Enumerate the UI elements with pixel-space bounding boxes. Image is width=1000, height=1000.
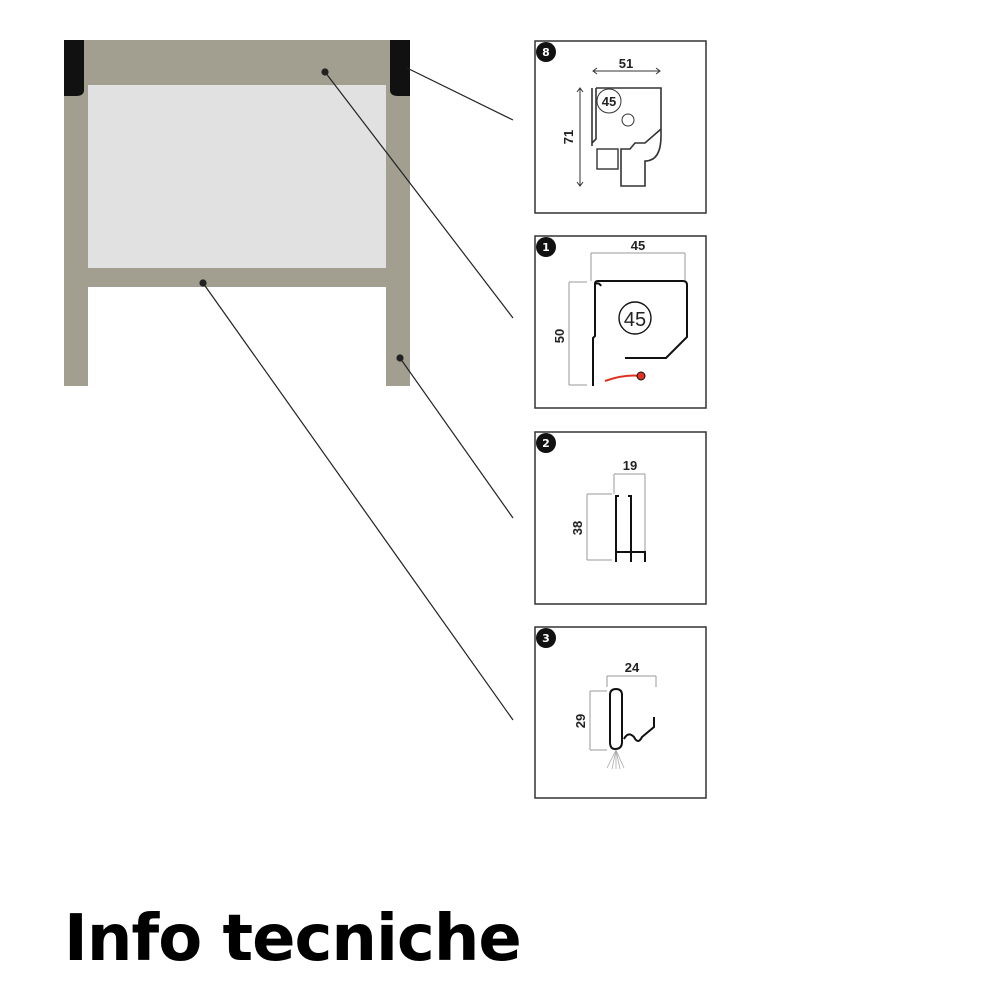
- profile-panel-bottom-bar: 3 24 29: [534, 626, 707, 799]
- badge-icon: [536, 433, 556, 453]
- width-dimension: 45: [631, 238, 645, 253]
- left-end-cap: [64, 40, 84, 96]
- profile-panel-guide-rail: 2 19 38: [534, 431, 707, 605]
- screen-frame-drawing: [64, 40, 410, 386]
- screen-mesh: [88, 85, 386, 268]
- page-title: Info tecniche: [64, 902, 522, 976]
- badge-icon: [536, 628, 556, 648]
- size-label: 45: [602, 94, 616, 109]
- panel-badge: 8: [542, 46, 550, 59]
- cassette-box: [64, 40, 410, 85]
- height-dimension: 38: [570, 521, 585, 535]
- width-dimension: 19: [623, 458, 637, 473]
- right-end-cap: [390, 40, 410, 96]
- height-dimension: 50: [552, 329, 567, 343]
- badge-icon: [536, 237, 556, 257]
- size-label: 45: [624, 309, 646, 331]
- panel-badge: 3: [542, 632, 550, 645]
- bottom-bar: [88, 268, 386, 287]
- width-dimension: 51: [619, 56, 633, 71]
- profile-panel-cassette: 8 51 71 45: [534, 40, 707, 214]
- panel-badge: 1: [542, 241, 550, 254]
- width-dimension: 24: [625, 660, 640, 675]
- left-guide-rail: [64, 40, 88, 386]
- leader-lines: [199, 67, 514, 721]
- profile-panel-box: 1 45 45 50: [534, 235, 707, 409]
- right-guide-rail: [386, 40, 410, 386]
- brush-seal: [606, 749, 625, 770]
- badge-icon: [536, 42, 556, 62]
- height-dimension: 71: [561, 130, 576, 144]
- height-dimension: 29: [573, 714, 588, 728]
- panel-badge: 2: [542, 437, 550, 450]
